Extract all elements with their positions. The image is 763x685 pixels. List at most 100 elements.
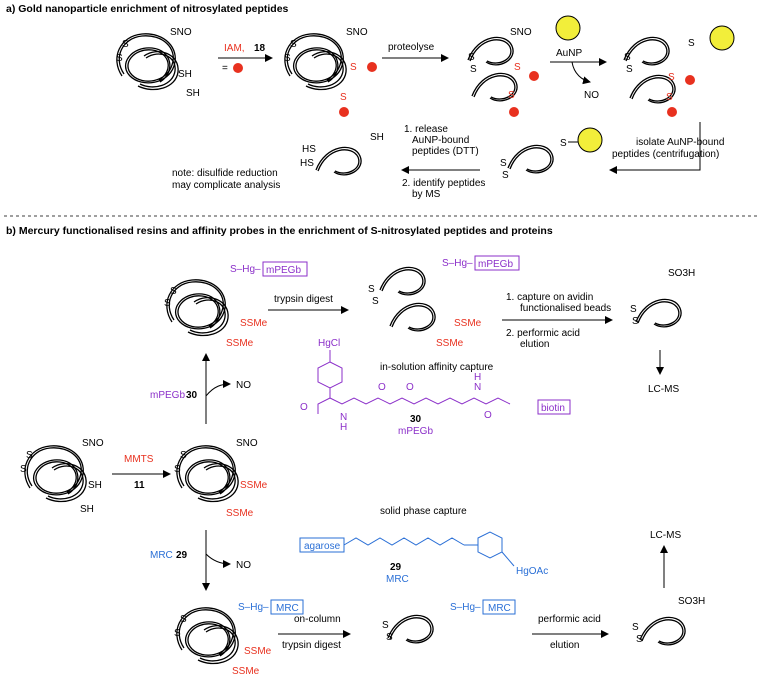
svg-text:S: S [632, 316, 639, 327]
svg-text:S: S [368, 284, 375, 295]
arrow-trypsin: trypsin digest [268, 294, 349, 314]
svg-text:S: S [514, 62, 521, 73]
svg-text:AuNP: AuNP [556, 48, 582, 59]
svg-text:AuNP-bound: AuNP-bound [412, 135, 469, 146]
protein-a-start: SNO SH SH S S [116, 27, 200, 99]
svg-text:SSMe: SSMe [240, 480, 268, 491]
svg-text:S: S [372, 296, 379, 307]
svg-text:S: S [180, 450, 187, 461]
svg-text:N: N [474, 382, 481, 393]
svg-text:SSMe: SSMe [226, 508, 254, 519]
svg-text:S: S [174, 464, 181, 475]
svg-text:S: S [382, 620, 389, 631]
note-line1: note: disulfide reduction [172, 168, 278, 179]
svg-text:H: H [474, 372, 481, 383]
svg-text:SNO: SNO [170, 27, 192, 38]
protein-b-blocked: SNO SSMe SSMe S S [174, 438, 268, 519]
arrow-mrc: MRC 29 NO [150, 530, 251, 591]
svg-text:30: 30 [186, 390, 198, 401]
svg-text:S: S [560, 138, 567, 149]
svg-text:1. capture on avidin: 1. capture on avidin [506, 292, 593, 303]
svg-text:S: S [180, 614, 187, 625]
svg-text:S: S [116, 53, 123, 64]
svg-text:NO: NO [236, 560, 251, 571]
svg-text:SSMe: SSMe [244, 646, 272, 657]
arrow-aunp: AuNP NO [550, 15, 607, 101]
lcms-top: LC-MS [648, 384, 679, 395]
svg-text:SSMe: SSMe [454, 318, 482, 329]
svg-text:SSMe: SSMe [240, 318, 268, 329]
svg-text:S: S [502, 170, 509, 181]
arrow-performic: performic acid elution [532, 614, 609, 651]
svg-text:performic acid: performic acid [538, 614, 601, 625]
arrow-release: 1. release AuNP-bound peptides (DTT) 2. … [401, 124, 485, 200]
product-so3h-top: SO3H S S [630, 268, 695, 328]
svg-text:peptides (centrifugation): peptides (centrifugation) [612, 149, 719, 160]
svg-text:SH: SH [186, 88, 200, 99]
svg-text:2. performic acid: 2. performic acid [506, 328, 580, 339]
svg-text:SNO: SNO [236, 438, 258, 449]
svg-text:SH: SH [80, 504, 94, 515]
svg-text:HgOAc: HgOAc [516, 566, 548, 577]
svg-text:1. release: 1. release [404, 124, 448, 135]
svg-text:SO3H: SO3H [678, 596, 705, 607]
svg-text:biotin: biotin [541, 403, 565, 414]
svg-text:S: S [170, 286, 177, 297]
svg-text:S: S [508, 90, 515, 101]
svg-text:mPEGb: mPEGb [478, 259, 513, 270]
svg-text:mPEGb: mPEGb [266, 265, 301, 276]
svg-text:S: S [630, 304, 637, 315]
svg-text:S: S [666, 92, 673, 103]
svg-text:O: O [406, 382, 414, 393]
svg-text:S: S [350, 62, 357, 73]
svg-text:29: 29 [390, 562, 402, 573]
svg-text:S–Hg–: S–Hg– [450, 602, 481, 613]
svg-text:2. identify peptides: 2. identify peptides [402, 178, 485, 189]
svg-text:S: S [386, 632, 393, 643]
svg-text:S: S [500, 158, 507, 169]
svg-text:O: O [300, 402, 308, 413]
svg-text:SH: SH [370, 132, 384, 143]
svg-text:MRC: MRC [276, 603, 299, 614]
svg-text:S: S [470, 64, 477, 75]
arrow-mmts: MMTS 11 [112, 454, 171, 491]
probe-30: HgCl O N H O O N H O biotin 30 mPEGb [300, 338, 571, 437]
iam-marker [233, 63, 243, 73]
arrow-on-column: on-column trypsin digest [278, 614, 351, 651]
fragments-b-mpegb: S–Hg– mPEGb SSMe SSMe S S [368, 255, 520, 349]
section-b-title: b) Mercury functionalised resins and aff… [6, 225, 553, 237]
arrow-mpegb: mPEGb 30 NO [150, 353, 251, 424]
svg-text:MRC: MRC [150, 550, 173, 561]
svg-text:S: S [624, 52, 631, 63]
svg-text:S–Hg–: S–Hg– [238, 602, 269, 613]
svg-text:S: S [26, 450, 33, 461]
svg-text:S: S [122, 39, 129, 50]
svg-text:S: S [174, 628, 181, 639]
svg-text:S: S [632, 622, 639, 633]
svg-text:SH: SH [178, 69, 192, 80]
svg-text:29: 29 [176, 550, 188, 561]
section-a-title: a) Gold nanoparticle enrichment of nitro… [6, 3, 289, 15]
svg-text:S: S [668, 72, 675, 83]
svg-text:S: S [688, 38, 695, 49]
svg-text:N: N [340, 412, 347, 423]
svg-text:H: H [340, 422, 347, 433]
arrow-iam: IAM, 18 = [218, 43, 273, 74]
svg-text:O: O [378, 382, 386, 393]
svg-text:S: S [626, 64, 633, 75]
svg-text:agarose: agarose [304, 541, 341, 552]
svg-text:S: S [340, 92, 347, 103]
svg-text:30: 30 [410, 414, 422, 425]
solid-phase-label: solid phase capture [380, 506, 467, 517]
fragments-a-aunp: S S S S S [623, 25, 735, 117]
svg-text:SH: SH [88, 480, 102, 491]
svg-text:SNO: SNO [346, 27, 368, 38]
svg-text:HS: HS [302, 144, 316, 155]
svg-text:=: = [222, 63, 228, 74]
svg-text:by MS: by MS [412, 189, 441, 200]
svg-text:18: 18 [254, 43, 266, 54]
svg-text:HS: HS [300, 158, 314, 169]
svg-text:S: S [284, 53, 291, 64]
fragment-a-isolated: S S S [500, 127, 603, 181]
protein-b-start: SNO SH SH S S [20, 438, 104, 515]
